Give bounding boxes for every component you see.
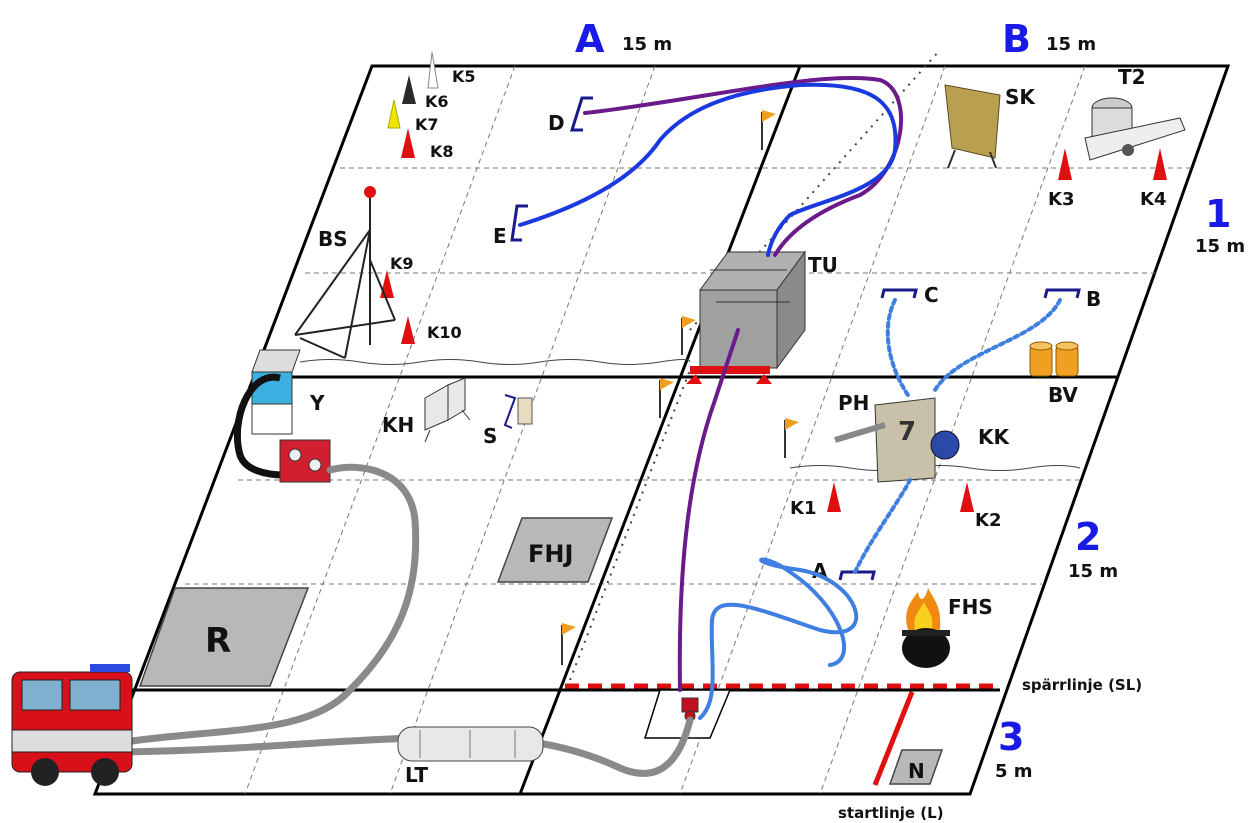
sparr-line-label: spärrlinje (SL): [1022, 676, 1142, 694]
stand-s: [503, 394, 533, 429]
label-k4: K4: [1140, 189, 1166, 210]
hose-grey-upper: [121, 463, 420, 746]
zone-1-size: 15 m: [1195, 236, 1245, 257]
label-k7: K7: [415, 115, 439, 134]
label-fhj: FHJ: [528, 540, 573, 568]
label-s: S: [483, 424, 497, 448]
zone-a-size: 15 m: [622, 34, 672, 55]
zone-2-size: 15 m: [1068, 561, 1118, 582]
cone-k1: [827, 482, 841, 512]
zone-1-number: 1: [1205, 192, 1231, 236]
cone-k10: [401, 316, 415, 344]
cone-k7: [387, 99, 401, 129]
label-k8: K8: [430, 142, 454, 161]
box-r: [138, 587, 310, 687]
cones: [380, 51, 1167, 512]
barrels-bv: [1029, 341, 1079, 377]
label-k9: K9: [390, 254, 414, 273]
label-k5: K5: [452, 67, 476, 86]
label-kk: KK: [978, 425, 1010, 449]
zone-b-letter: B: [1002, 17, 1031, 61]
label-kh: KH: [382, 413, 414, 437]
label-e: E: [493, 224, 507, 248]
label-bv: BV: [1048, 383, 1078, 407]
fire-truck-icon: [11, 664, 133, 786]
label-lt: LT: [405, 763, 428, 787]
cone-k2: [960, 482, 974, 512]
zone-2-number: 2: [1075, 515, 1101, 559]
obstacle-ph: 7: [834, 397, 936, 483]
obstacle-kk: [930, 430, 960, 460]
tower-bs: [294, 195, 396, 359]
label-fhs: FHS: [948, 595, 993, 619]
box-fhj: [496, 517, 614, 583]
hose-dotted-a: [853, 478, 912, 574]
board-sk: [944, 84, 1001, 169]
trailer-t2: [1084, 97, 1186, 161]
log-lt: [397, 726, 544, 762]
label-bs: BS: [318, 227, 348, 251]
label-n: N: [908, 759, 925, 783]
zone-3-size: 5 m: [995, 761, 1033, 782]
label-k1: K1: [790, 498, 816, 519]
cone-k3: [1058, 148, 1072, 180]
label-t2: T2: [1118, 65, 1146, 89]
label-sk: SK: [1005, 85, 1036, 109]
cone-k8: [401, 128, 415, 158]
hose-blue-e: [518, 82, 898, 257]
tower-bs-light: [364, 186, 376, 198]
hose-purple-d: [583, 76, 903, 257]
start-line: [872, 691, 915, 786]
hose-dotted-c: [885, 298, 912, 400]
zone-a-letter: A: [575, 17, 605, 61]
zone-3-number: 3: [998, 715, 1024, 759]
zone-b-size: 15 m: [1046, 34, 1096, 55]
label-y: Y: [309, 391, 325, 415]
flags: [561, 110, 799, 665]
cone-k5: [427, 51, 439, 89]
hose-purple-tu: [677, 328, 740, 692]
label-k2: K2: [975, 510, 1001, 531]
label-c: C: [924, 283, 939, 307]
cone-k6: [402, 75, 416, 104]
cone-k4: [1153, 148, 1167, 180]
label-r: R: [205, 621, 231, 661]
label-d: D: [548, 111, 565, 135]
label-b: B: [1086, 287, 1101, 311]
barrier-kh: [424, 377, 471, 443]
connectors: [510, 96, 1081, 581]
label-k6: K6: [425, 92, 449, 111]
svg-text:7: 7: [898, 417, 916, 447]
hose-dotted-b: [933, 298, 1062, 392]
fire-pot-fhs: [902, 588, 950, 668]
label-k10: K10: [427, 323, 462, 342]
start-line-label: startlinje (L): [838, 804, 944, 822]
box-n: [888, 749, 944, 785]
water-tank-y: [233, 349, 301, 479]
label-k3: K3: [1048, 189, 1074, 210]
label-tu: TU: [808, 253, 838, 277]
hose-blue-a: [698, 557, 859, 720]
portable-pump: [279, 439, 331, 483]
label-ph: PH: [838, 391, 869, 415]
